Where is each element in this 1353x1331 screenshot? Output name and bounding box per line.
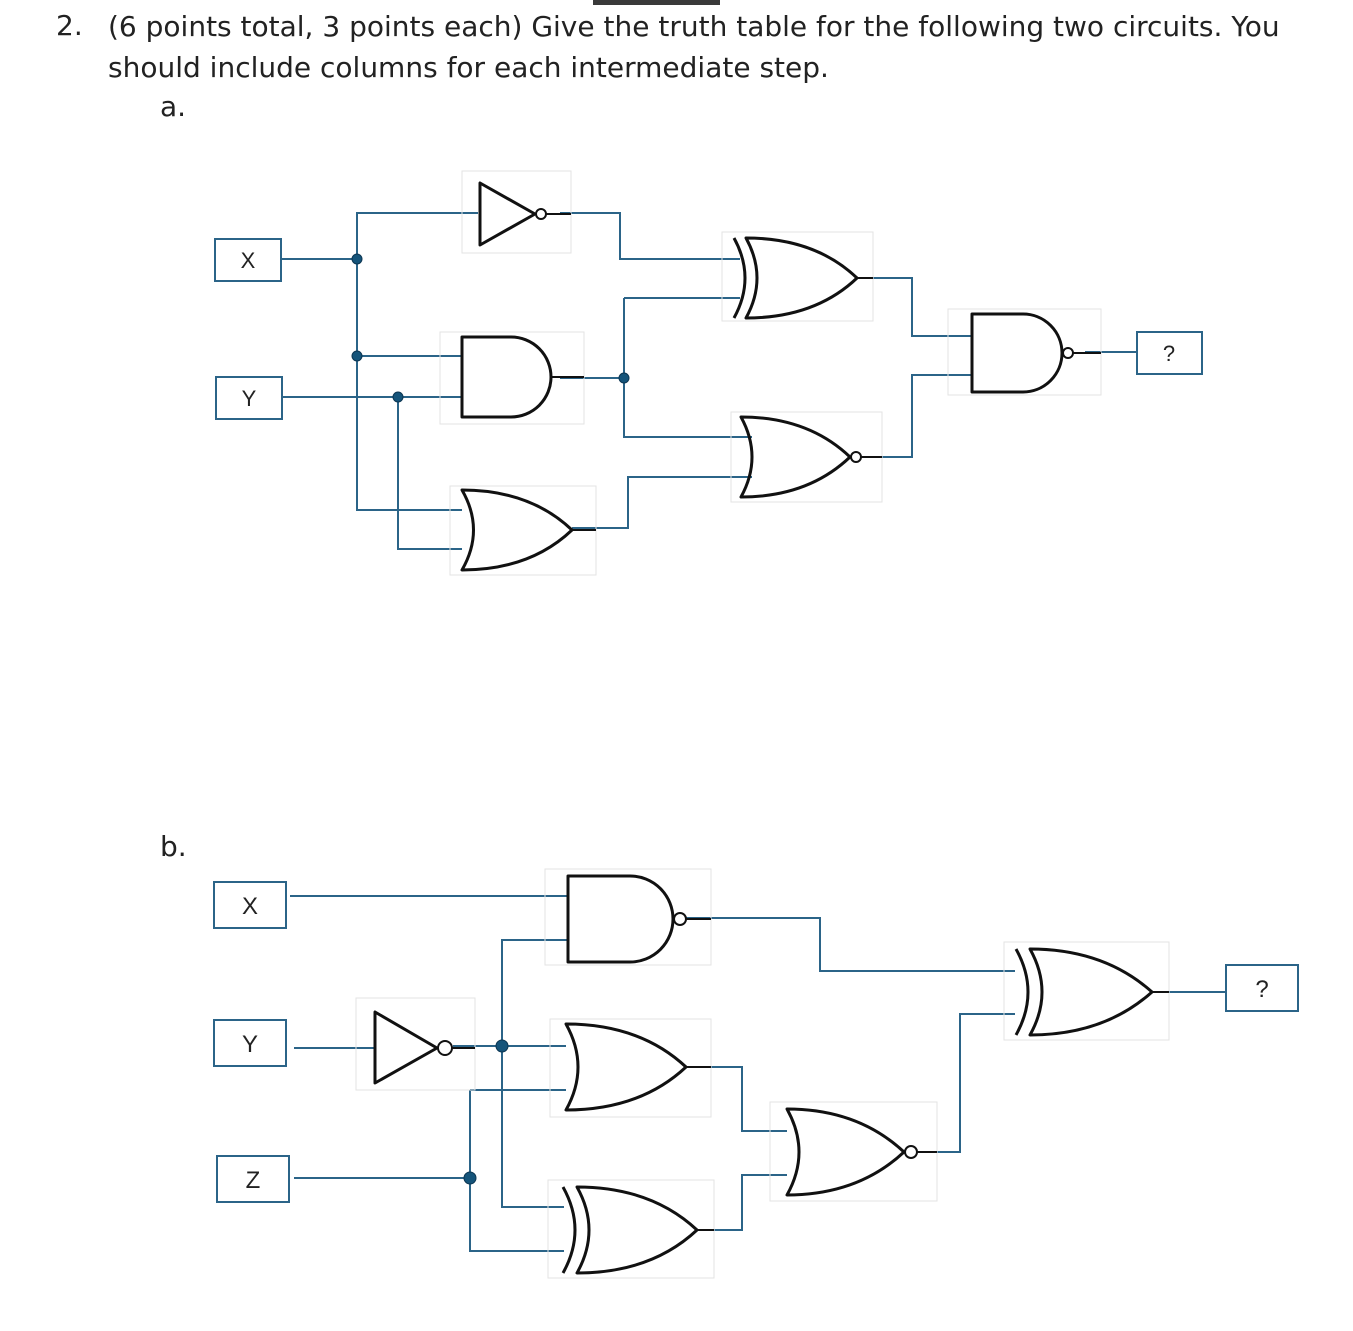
circuit-b-nor-gate — [785, 1107, 937, 1197]
circuit-b: X Y Z ? — [213, 868, 1299, 1279]
circuit-b-nand-gate — [566, 874, 711, 964]
circuit-b-xor-gate-lower — [561, 1185, 714, 1275]
question-line-1: (6 points total, 3 points each) Give the… — [108, 10, 1280, 43]
circuit-a-nor-gate — [739, 415, 882, 499]
question-text: (6 points total, 3 points each) Give the… — [108, 6, 1280, 88]
circuit-b-wires — [290, 895, 1226, 1252]
circuit-b-output: ? — [1225, 964, 1299, 1012]
circuit-a-output: ? — [1136, 331, 1203, 375]
question-line-2: should include columns for each intermed… — [108, 51, 829, 84]
circuit-a-xor-gate — [732, 236, 873, 320]
circuit-a-and-gate — [460, 335, 584, 419]
circuit-b-input-z-label: Z — [246, 1167, 261, 1194]
circuit-b-or-gate — [564, 1022, 711, 1112]
circuit-a-output-label: ? — [1163, 341, 1175, 366]
circuit-b-xor-gate-final — [1014, 947, 1169, 1037]
circuit-b-junction-z — [463, 1171, 477, 1185]
question-number: 2. — [56, 9, 83, 42]
circuit-b-junction-noty — [495, 1039, 509, 1053]
circuit-a-nand-gate — [970, 312, 1101, 394]
circuit-a-or-gate — [460, 488, 596, 572]
part-a-label: a. — [160, 90, 187, 123]
circuit-a-wires — [281, 212, 1137, 550]
circuit-a-input-x: X — [214, 238, 282, 282]
circuit-b-not-gate — [373, 1010, 475, 1085]
circuit-b-input-x: X — [213, 881, 287, 929]
circuit-a-not-gate — [478, 181, 571, 247]
circuit-b-input-x-label: X — [242, 893, 258, 920]
circuit-b-input-y-label: Y — [242, 1031, 258, 1058]
part-b-label: b. — [160, 830, 187, 863]
circuit-a-junction-x2 — [351, 350, 363, 362]
circuit-a-junction-and — [618, 372, 630, 384]
circuit-a-input-y: Y — [215, 376, 283, 420]
circuit-a-input-x-label: X — [241, 248, 256, 273]
circuit-a: X Y ? — [214, 170, 1203, 576]
circuit-a-junction-x — [351, 253, 363, 265]
circuit-b-input-y: Y — [213, 1019, 287, 1067]
circuit-a-input-y-label: Y — [242, 386, 257, 411]
top-scroll-bar — [593, 0, 720, 5]
circuit-a-junction-y — [392, 391, 404, 403]
circuit-b-input-z: Z — [216, 1155, 290, 1203]
circuit-b-output-label: ? — [1255, 976, 1268, 1003]
